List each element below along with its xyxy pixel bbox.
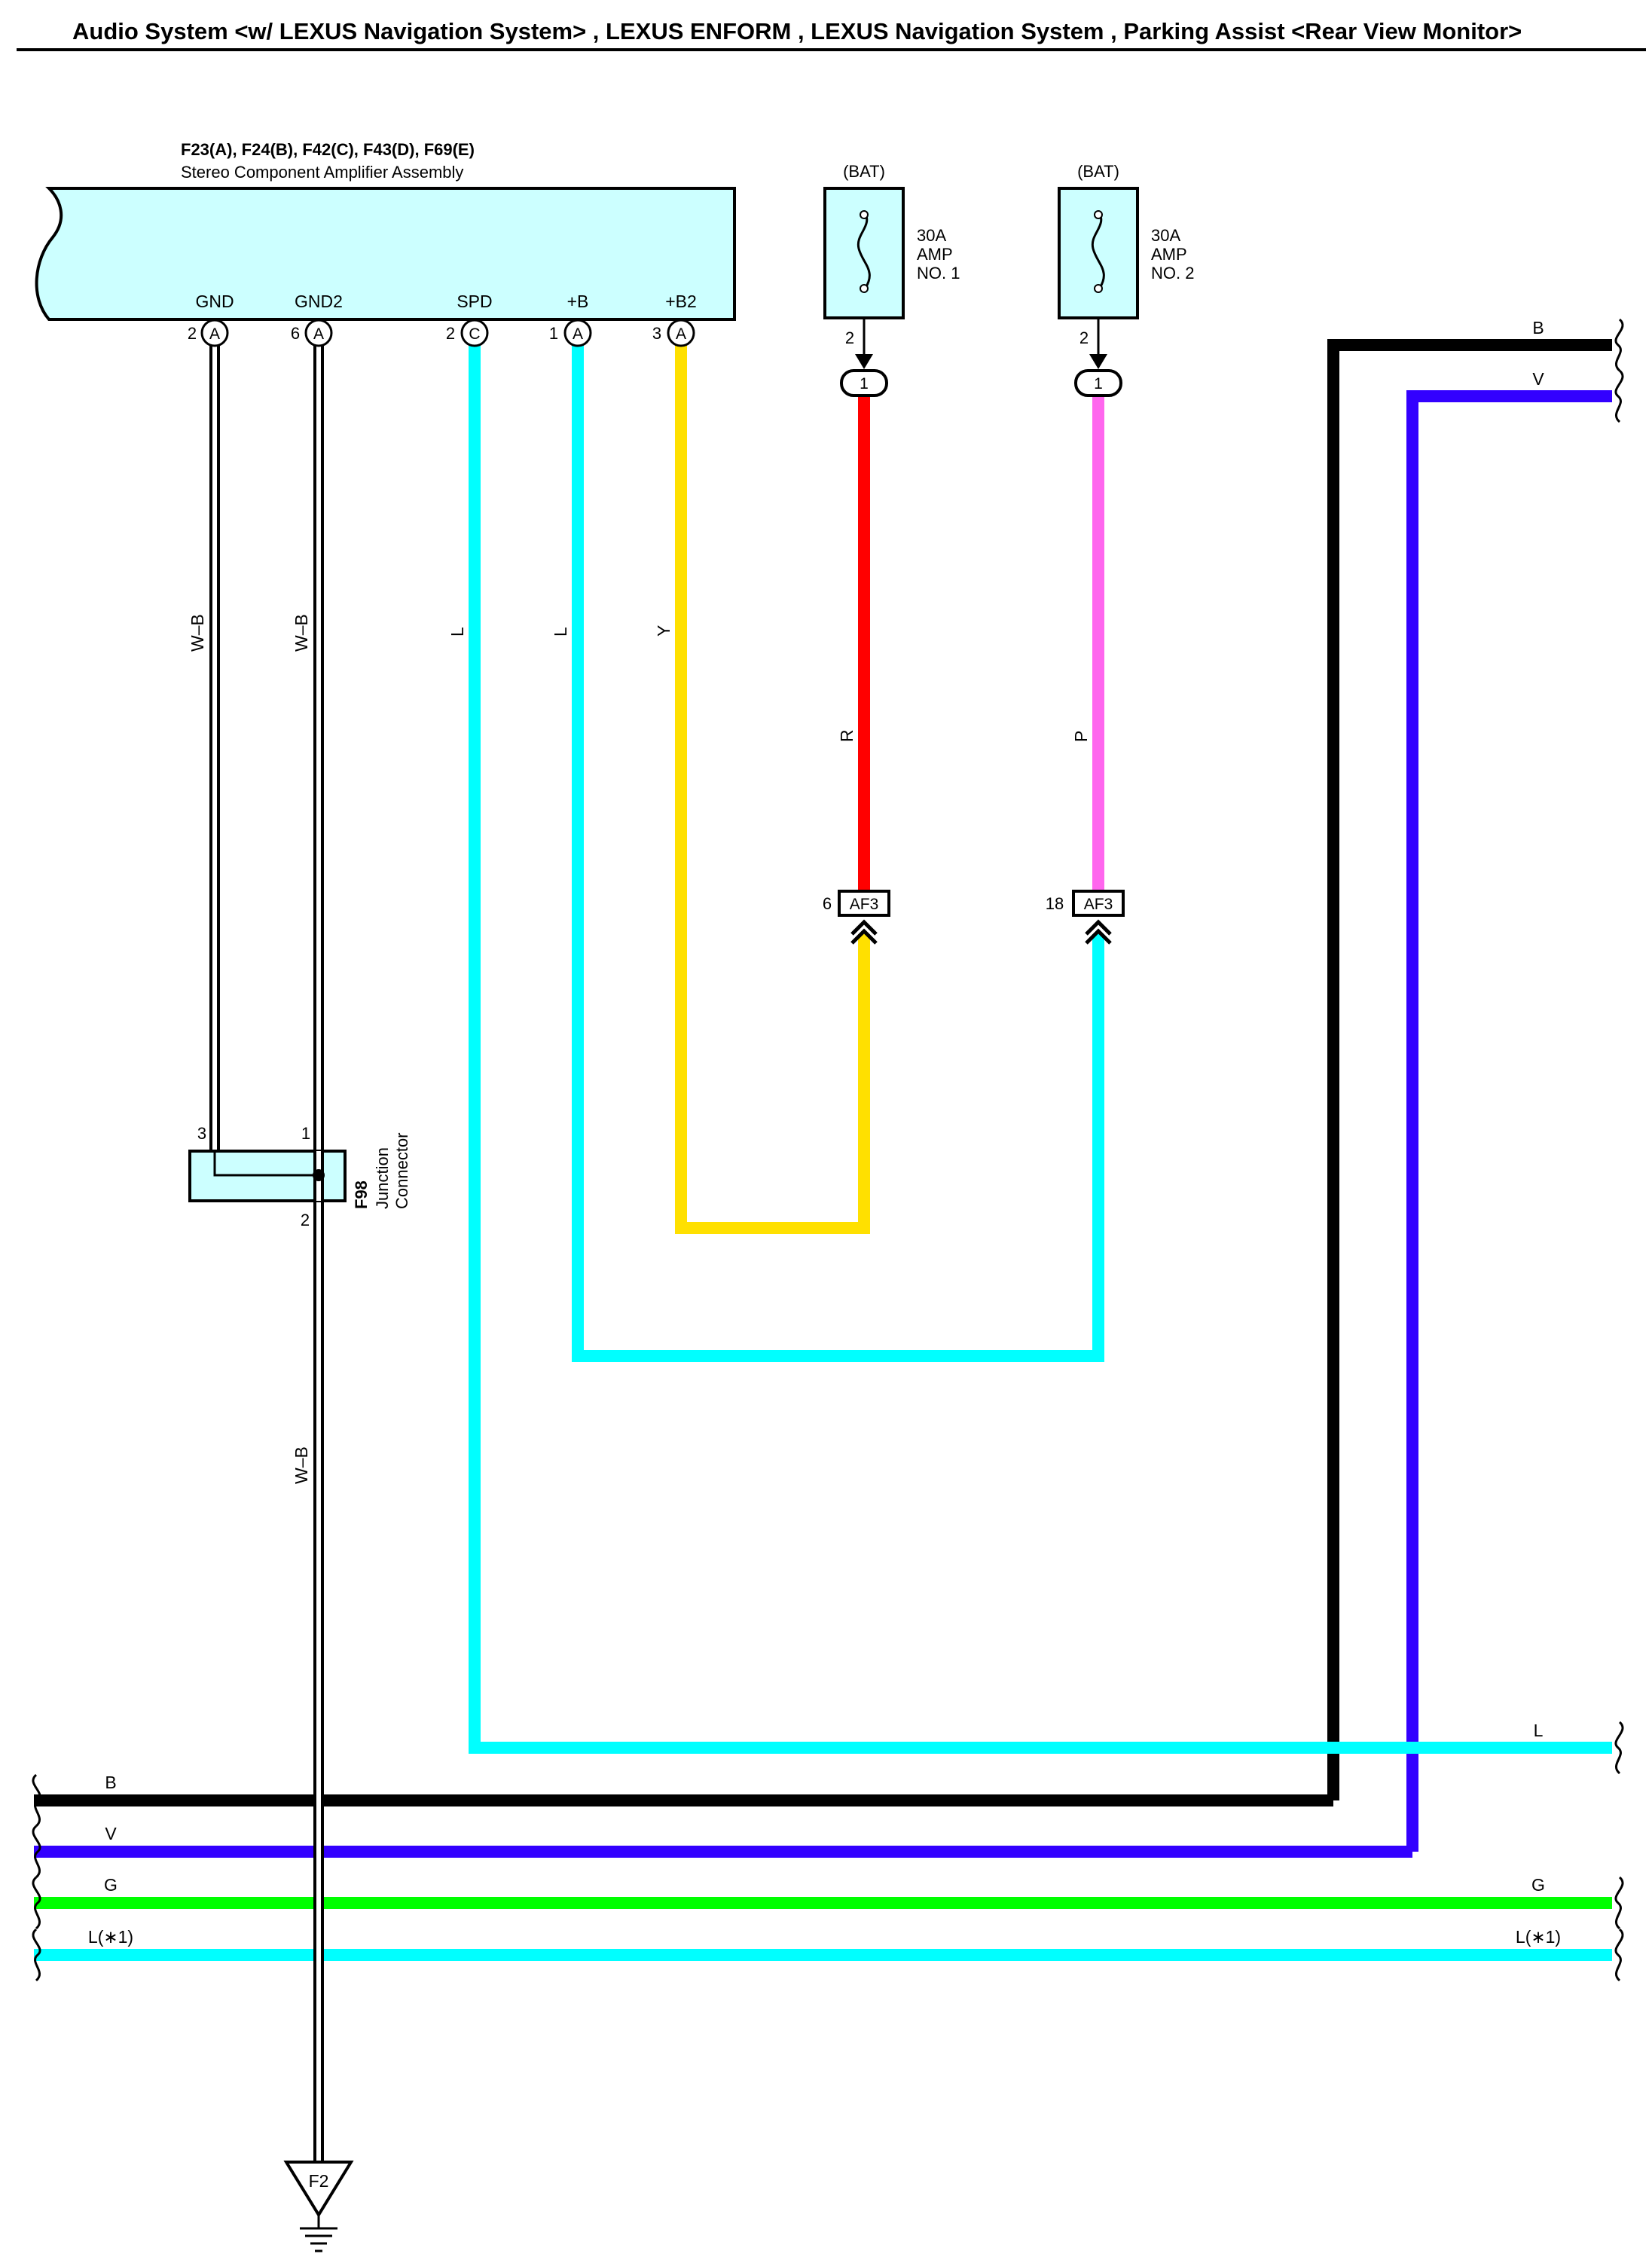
fuse2-line1: AMP: [1151, 245, 1187, 264]
f98-line1: Junction: [373, 1147, 392, 1209]
svg-text:A: A: [209, 325, 220, 343]
page-title: Audio System <w/ LEXUS Navigation System…: [72, 18, 1522, 44]
fuse2-source: (BAT): [1077, 162, 1119, 181]
pin-spd: 2: [446, 324, 455, 343]
svg-text:A: A: [676, 325, 686, 343]
continuation-brackets-right: [1614, 318, 1624, 1982]
fuse1-pin: 2: [845, 328, 854, 347]
fuse2-connector: 1: [1094, 375, 1103, 392]
label-wire-plus-b: L: [551, 627, 570, 637]
fuse-amp-no2: (BAT) 30A AMP NO. 2 2 1: [1058, 162, 1194, 397]
continuation-brackets-left: [32, 1773, 41, 1982]
bus-wire-b-vertical: [1327, 339, 1612, 1800]
pin-gnd2: 6: [291, 324, 300, 343]
label-wire-fuse2: P: [1071, 731, 1091, 742]
terminal-label-spd: SPD: [457, 292, 492, 311]
label-wire-fuse1: R: [837, 729, 857, 742]
f98-id: F98: [352, 1180, 371, 1209]
f98-pin-right: 1: [301, 1124, 310, 1143]
fuse1-connector: 1: [860, 375, 869, 392]
pin-gnd: 2: [188, 324, 197, 343]
fuse1-line2: NO. 1: [917, 264, 960, 282]
fuse2-line2: NO. 2: [1151, 264, 1194, 282]
label-bus-left-l1: L(∗1): [88, 1927, 133, 1947]
fuse1-line1: AMP: [917, 245, 953, 264]
connector-af3-6: AF3 6: [823, 890, 890, 945]
wire-plus-b2: [675, 333, 870, 1234]
label-wire-ground-run: W–B: [292, 1446, 311, 1484]
svg-text:A: A: [573, 325, 583, 343]
fuse1-source: (BAT): [843, 162, 885, 181]
junction-connector-f98: 3 1 2 F98 Junction Connector: [188, 1124, 411, 1229]
af3-18-pin: 18: [1046, 894, 1064, 913]
terminal-spd: C 2: [446, 319, 489, 347]
f98-pin-bottom: 2: [301, 1211, 310, 1229]
terminal-plus-b: A 1: [549, 319, 592, 347]
label-wire-gnd2: W–B: [292, 614, 311, 652]
fuse-amp-no1: (BAT) 30A AMP NO. 1 2 1: [823, 162, 960, 397]
label-bus-left-b: B: [105, 1773, 116, 1792]
label-wire-plus-b2: Y: [654, 625, 673, 637]
label-wire-spd: L: [447, 627, 467, 637]
terminal-label-plus-b2: +B2: [665, 292, 697, 311]
terminal-label-gnd: GND: [195, 292, 234, 311]
svg-text:AF3: AF3: [1084, 896, 1113, 913]
wire-plus-b: [572, 333, 1104, 1362]
svg-text:C: C: [469, 325, 480, 343]
connector-af3-18: AF3 18: [1046, 890, 1125, 945]
f98-pin-left: 3: [197, 1124, 206, 1143]
terminal-label-gnd2: GND2: [295, 292, 343, 311]
terminal-gnd: A 2: [188, 319, 229, 347]
pin-plus-b2: 3: [652, 324, 661, 343]
label-bus-right-l: L: [1534, 1721, 1544, 1740]
wire-spd: [469, 333, 1612, 1754]
svg-text:AF3: AF3: [850, 896, 879, 913]
ground-id: F2: [309, 2171, 329, 2191]
label-bus-right-b: B: [1532, 318, 1544, 337]
amplifier-name: Stereo Component Amplifier Assembly: [181, 163, 463, 182]
amplifier-box: [35, 187, 736, 321]
pin-plus-b: 1: [549, 324, 558, 343]
label-bus-right-g: G: [1531, 1875, 1545, 1895]
bus-wire-v-vertical: [1406, 390, 1612, 1852]
label-bus-right-v: V: [1532, 369, 1544, 389]
fuse2-pin: 2: [1079, 328, 1089, 347]
label-wire-gnd: W–B: [188, 614, 207, 652]
ground-f2: F2: [283, 2161, 354, 2252]
terminal-plus-b2: A 3: [652, 319, 695, 347]
label-bus-right-l1: L(∗1): [1516, 1927, 1561, 1947]
fuse1-rating: 30A: [917, 226, 946, 245]
fuse2-rating: 30A: [1151, 226, 1180, 245]
f98-line2: Connector: [392, 1132, 411, 1209]
svg-text:A: A: [313, 325, 324, 343]
af3-6-pin: 6: [823, 894, 832, 913]
amplifier-connectors: F23(A), F24(B), F42(C), F43(D), F69(E): [181, 140, 475, 159]
label-bus-left-g: G: [104, 1875, 118, 1895]
terminal-label-plus-b: +B: [567, 292, 589, 311]
terminal-gnd2: A 6: [291, 319, 333, 347]
label-bus-left-v: V: [105, 1824, 117, 1843]
